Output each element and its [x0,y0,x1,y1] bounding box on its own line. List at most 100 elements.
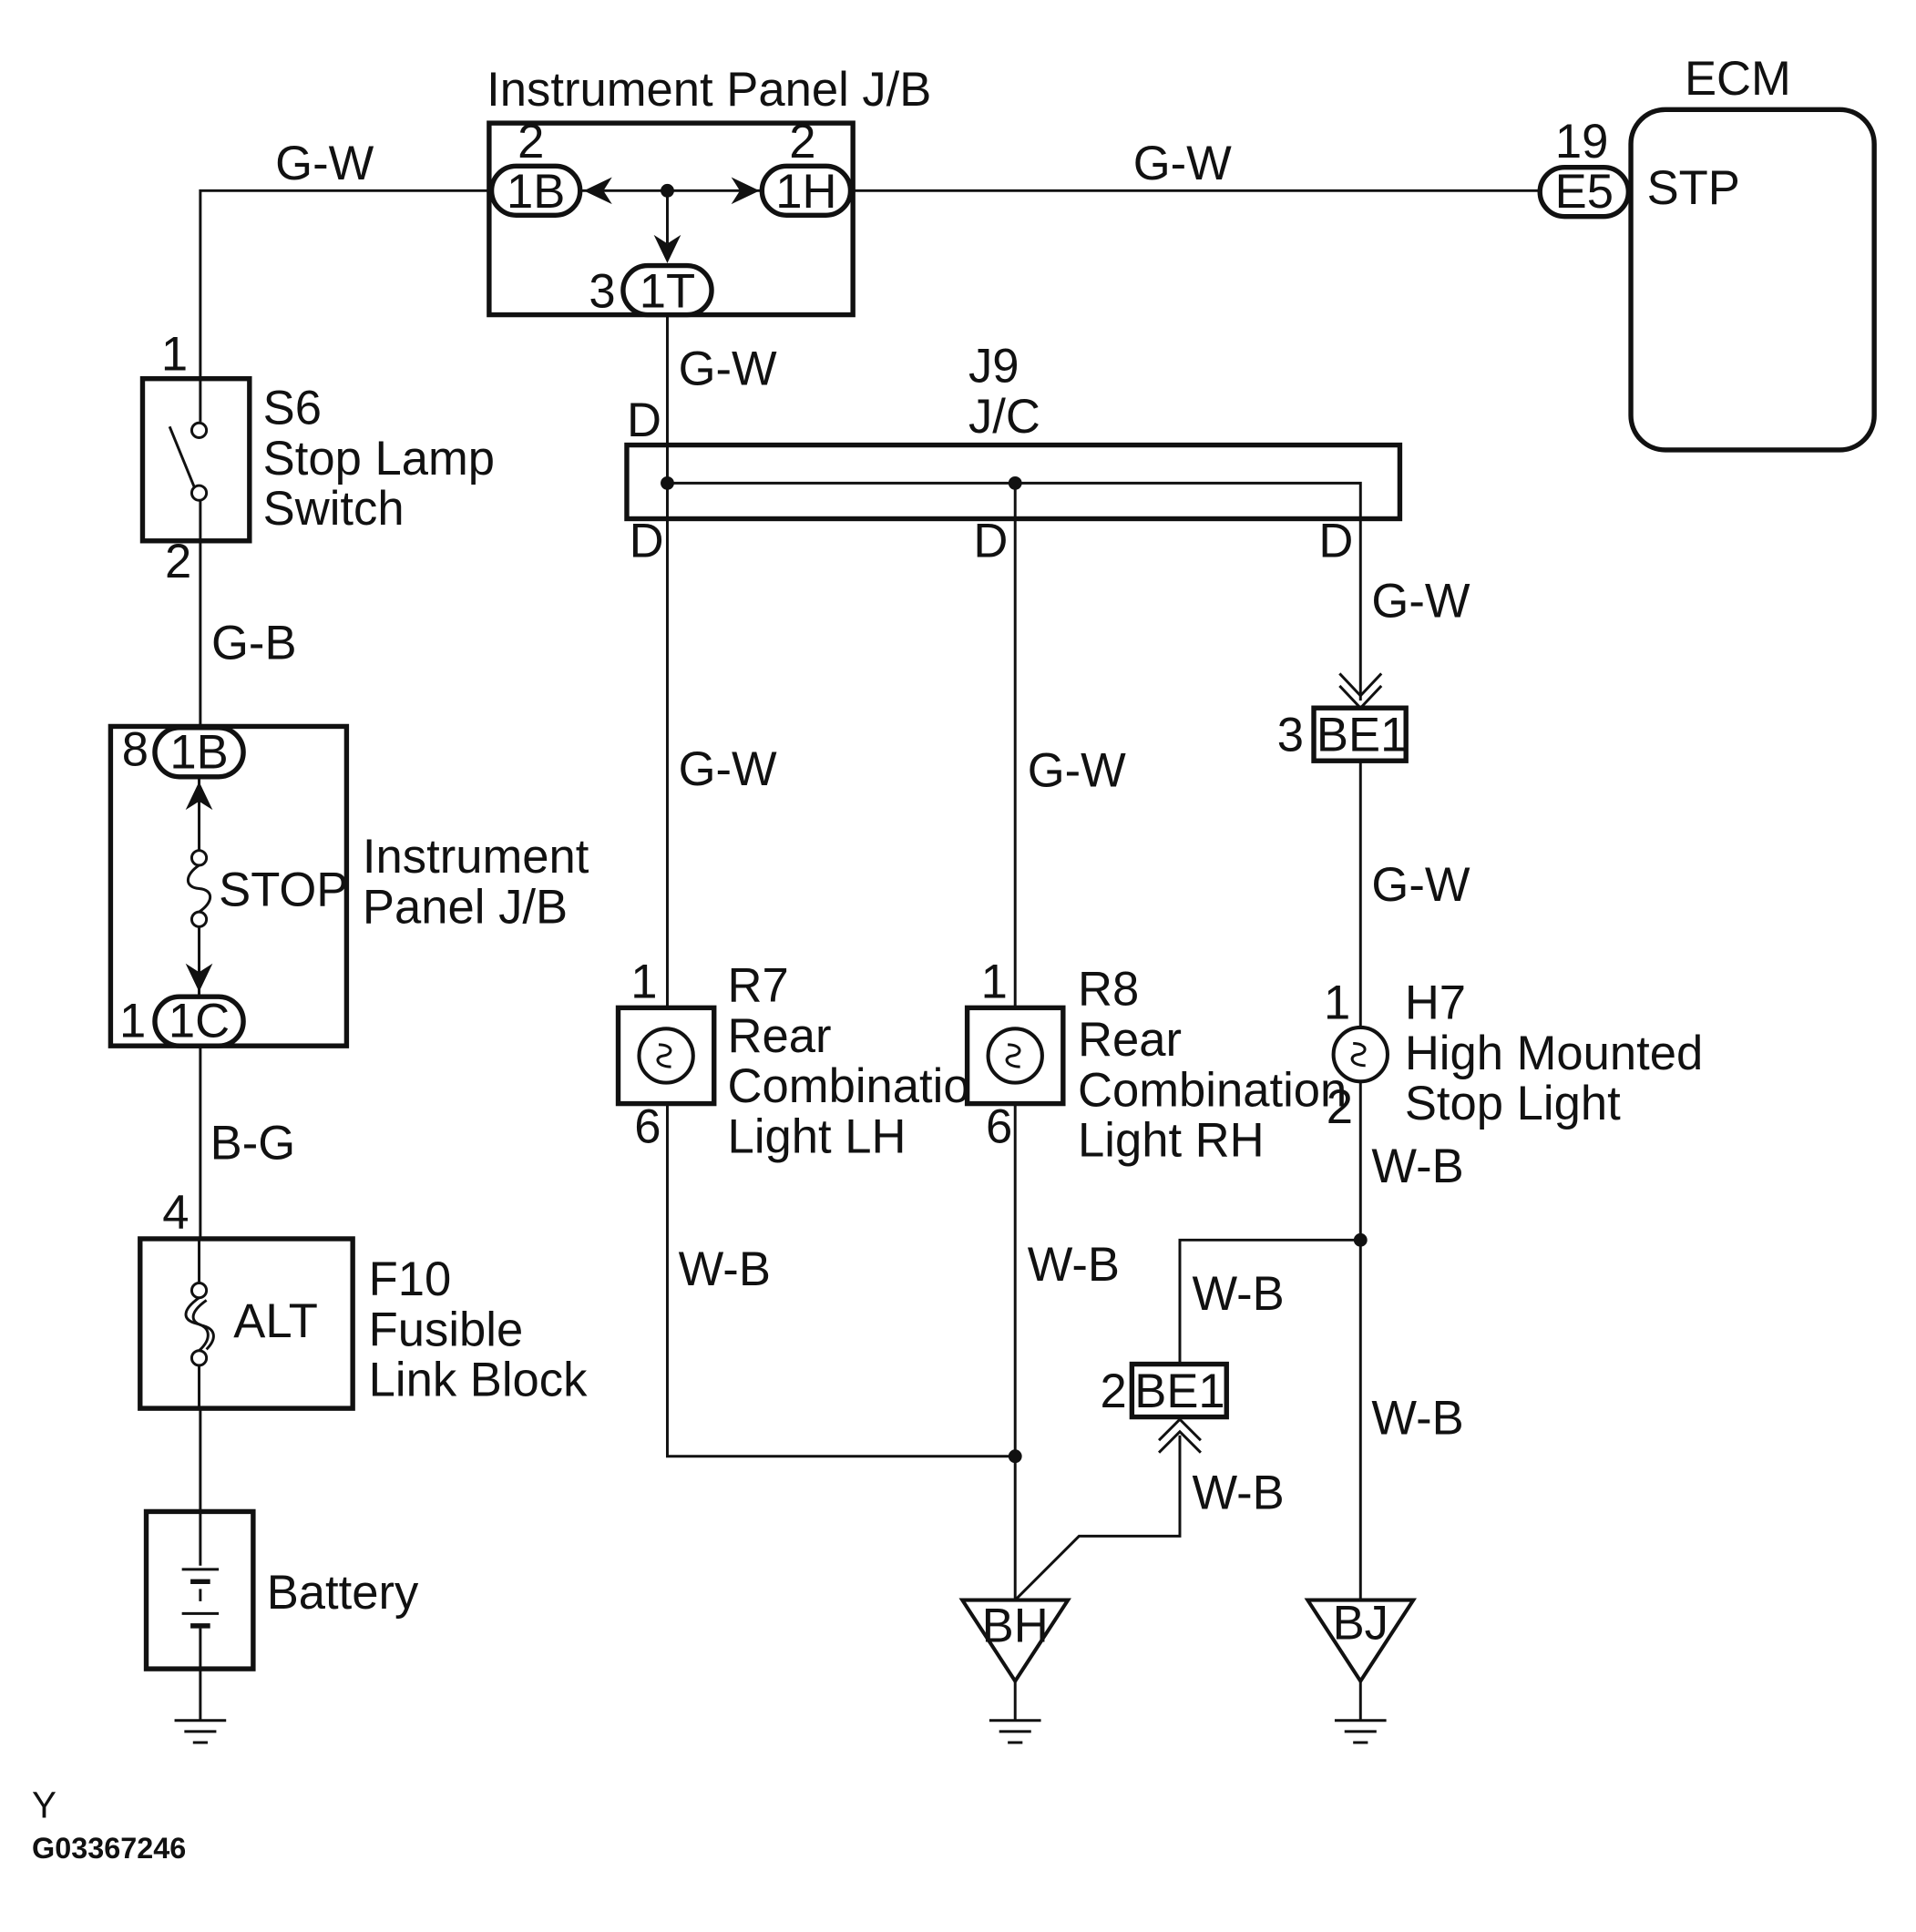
f10-code: F10 [369,1252,452,1306]
jb-top-conn-1t-label: 1T [640,264,695,318]
splice-points [661,183,1368,1464]
r8-code: R8 [1078,963,1139,1017]
s6-box [139,376,252,544]
ground-bh-label: BH [982,1599,1049,1652]
j9-box [624,442,1403,522]
wire-color-labels: G-W G-W G-W G-B B-G G-W G-W G-W G-W W-B … [210,137,1470,1520]
h7-high-mounted-stop-light: 1 2 H7 High Mounted Stop Light [1324,976,1703,1135]
s6-pin-top: 1 [161,327,188,381]
r7-bulb-icon [637,1027,695,1085]
f10-fuse-label: ALT [233,1294,318,1348]
wire-label-wb-r7: W-B [679,1242,771,1296]
fusible-terminal-top [190,1282,209,1300]
r8-box [964,1005,1066,1107]
r8-pin-bottom: 6 [986,1100,1012,1154]
r7-rear-combination-light-lh: 1 6 R7 Rear Combination Light LH [615,956,997,1164]
f10-name-line2: Link Block [369,1354,588,1407]
r8-name-line2: Combination [1078,1063,1347,1117]
splice-wb [1353,1232,1368,1247]
be1-upper-connector: BE1 3 [1277,672,1409,763]
jb-top-conn-1b-label: 1B [507,165,565,219]
jb-left-conn-1c-label: 1C [169,995,230,1048]
jb-top-pin-left: 2 [517,115,544,169]
ecm-conn-label: E5 [1555,165,1614,219]
jb-left-conn-1b-label: 1B [169,725,228,779]
be1-upper-chevron-icon [1338,672,1383,698]
ground-bj: BJ [1304,1597,1418,1744]
wire-label-gw-s6: G-W [275,137,374,190]
ecm-pin: 19 [1555,115,1609,169]
r8-rear-combination-light-rh: 1 6 R8 Rear Combination Light RH [964,956,1347,1168]
fuse-stop-icon [186,864,212,914]
wires [199,189,1542,1721]
arrow-down-icon [185,963,213,992]
wire-be1-to-bh [1014,1435,1182,1601]
wire-label-wb-bj: W-B [1371,1391,1463,1445]
s6-contact-top [190,421,209,439]
switch-lever-icon [168,425,196,487]
j9-pin-out3: D [1318,514,1353,567]
be1-lower-chevron-icon-2 [1158,1429,1202,1454]
ecm-conn-e5 [1537,164,1632,220]
f10-name-line1: Fusible [369,1303,524,1356]
ground-bh-symbol-icon [989,1719,1041,1744]
ground-battery-icon [174,1719,227,1744]
j9-junction-connector: J9 J/C D D D D [624,340,1403,567]
jb-left-pin-top: 8 [122,723,149,777]
h7-filament-icon [1350,1041,1367,1068]
j9-pin-out1: D [630,514,664,567]
be1-lower-connector: BE1 2 [1101,1361,1229,1454]
wire-label-gw-r7: G-W [679,742,777,796]
ground-bj-symbol-icon [1334,1719,1387,1744]
s6-contact-bottom [190,484,209,502]
ground-bh-triangle-icon [958,1598,1071,1685]
jb-top-pin-bottom: 3 [589,264,615,318]
wire-r7-to-ground [665,1102,1016,1458]
s6-name-line1: Stop Lamp [263,432,495,486]
wire-label-bg: B-G [210,1116,296,1170]
splice-j9-left [661,475,674,490]
jb-left-pin-bottom: 1 [119,995,146,1048]
be1-upper-box [1311,705,1409,763]
splice-bh [1008,1449,1022,1464]
wire-j9-bus [667,481,1362,519]
j9-pin-out2: D [973,514,1008,567]
h7-pin-top: 1 [1324,976,1350,1030]
h7-code: H7 [1405,976,1466,1030]
fusible-terminal-bottom [190,1349,209,1367]
r7-name-line2: Combination [728,1059,997,1113]
f10-fusible-link-block: 4 ALT F10 Fusible Link Block [138,1186,588,1411]
be1-lower-chevron-icon [1158,1417,1202,1442]
arrow-to-1h-icon [731,177,760,205]
j9-name: J/C [968,390,1040,444]
footer-figure-code: G03367246 [32,1832,186,1865]
wire-label-wb-branch: W-B [1192,1267,1284,1321]
r7-name-line3: Light LH [728,1110,907,1164]
j9-code: J9 [968,340,1019,394]
r7-code: R7 [728,959,789,1013]
r8-name-line1: Rear [1078,1013,1182,1067]
wire-h7-branch [1178,1238,1361,1365]
r7-name-line1: Rear [728,1009,832,1063]
s6-code: S6 [263,382,322,435]
jb-top-pin-right: 2 [789,115,815,169]
wire-label-gb: G-B [211,616,297,670]
wire-label-gw-be1-bottom: G-W [1371,858,1470,912]
h7-name-line1: High Mounted [1405,1027,1703,1080]
ecm-terminal: STP [1647,161,1740,215]
f10-box [138,1236,355,1411]
r8-filament-icon [1005,1043,1021,1068]
s6-pin-bottom: 2 [165,535,191,588]
jb-top-conn-1b [488,163,583,218]
footer-area-code: Y [32,1784,56,1825]
arrow-to-1b-icon [583,177,612,205]
battery-label: Battery [267,1566,419,1620]
wire-label-gw-ecm: G-W [1133,137,1232,190]
ground-bj-label: BJ [1333,1597,1388,1651]
r7-pin-top: 1 [630,956,657,1009]
jb-top-conn-1h [759,163,854,218]
j9-pin-in: D [627,394,661,447]
fuse-terminal-bottom [190,910,209,928]
